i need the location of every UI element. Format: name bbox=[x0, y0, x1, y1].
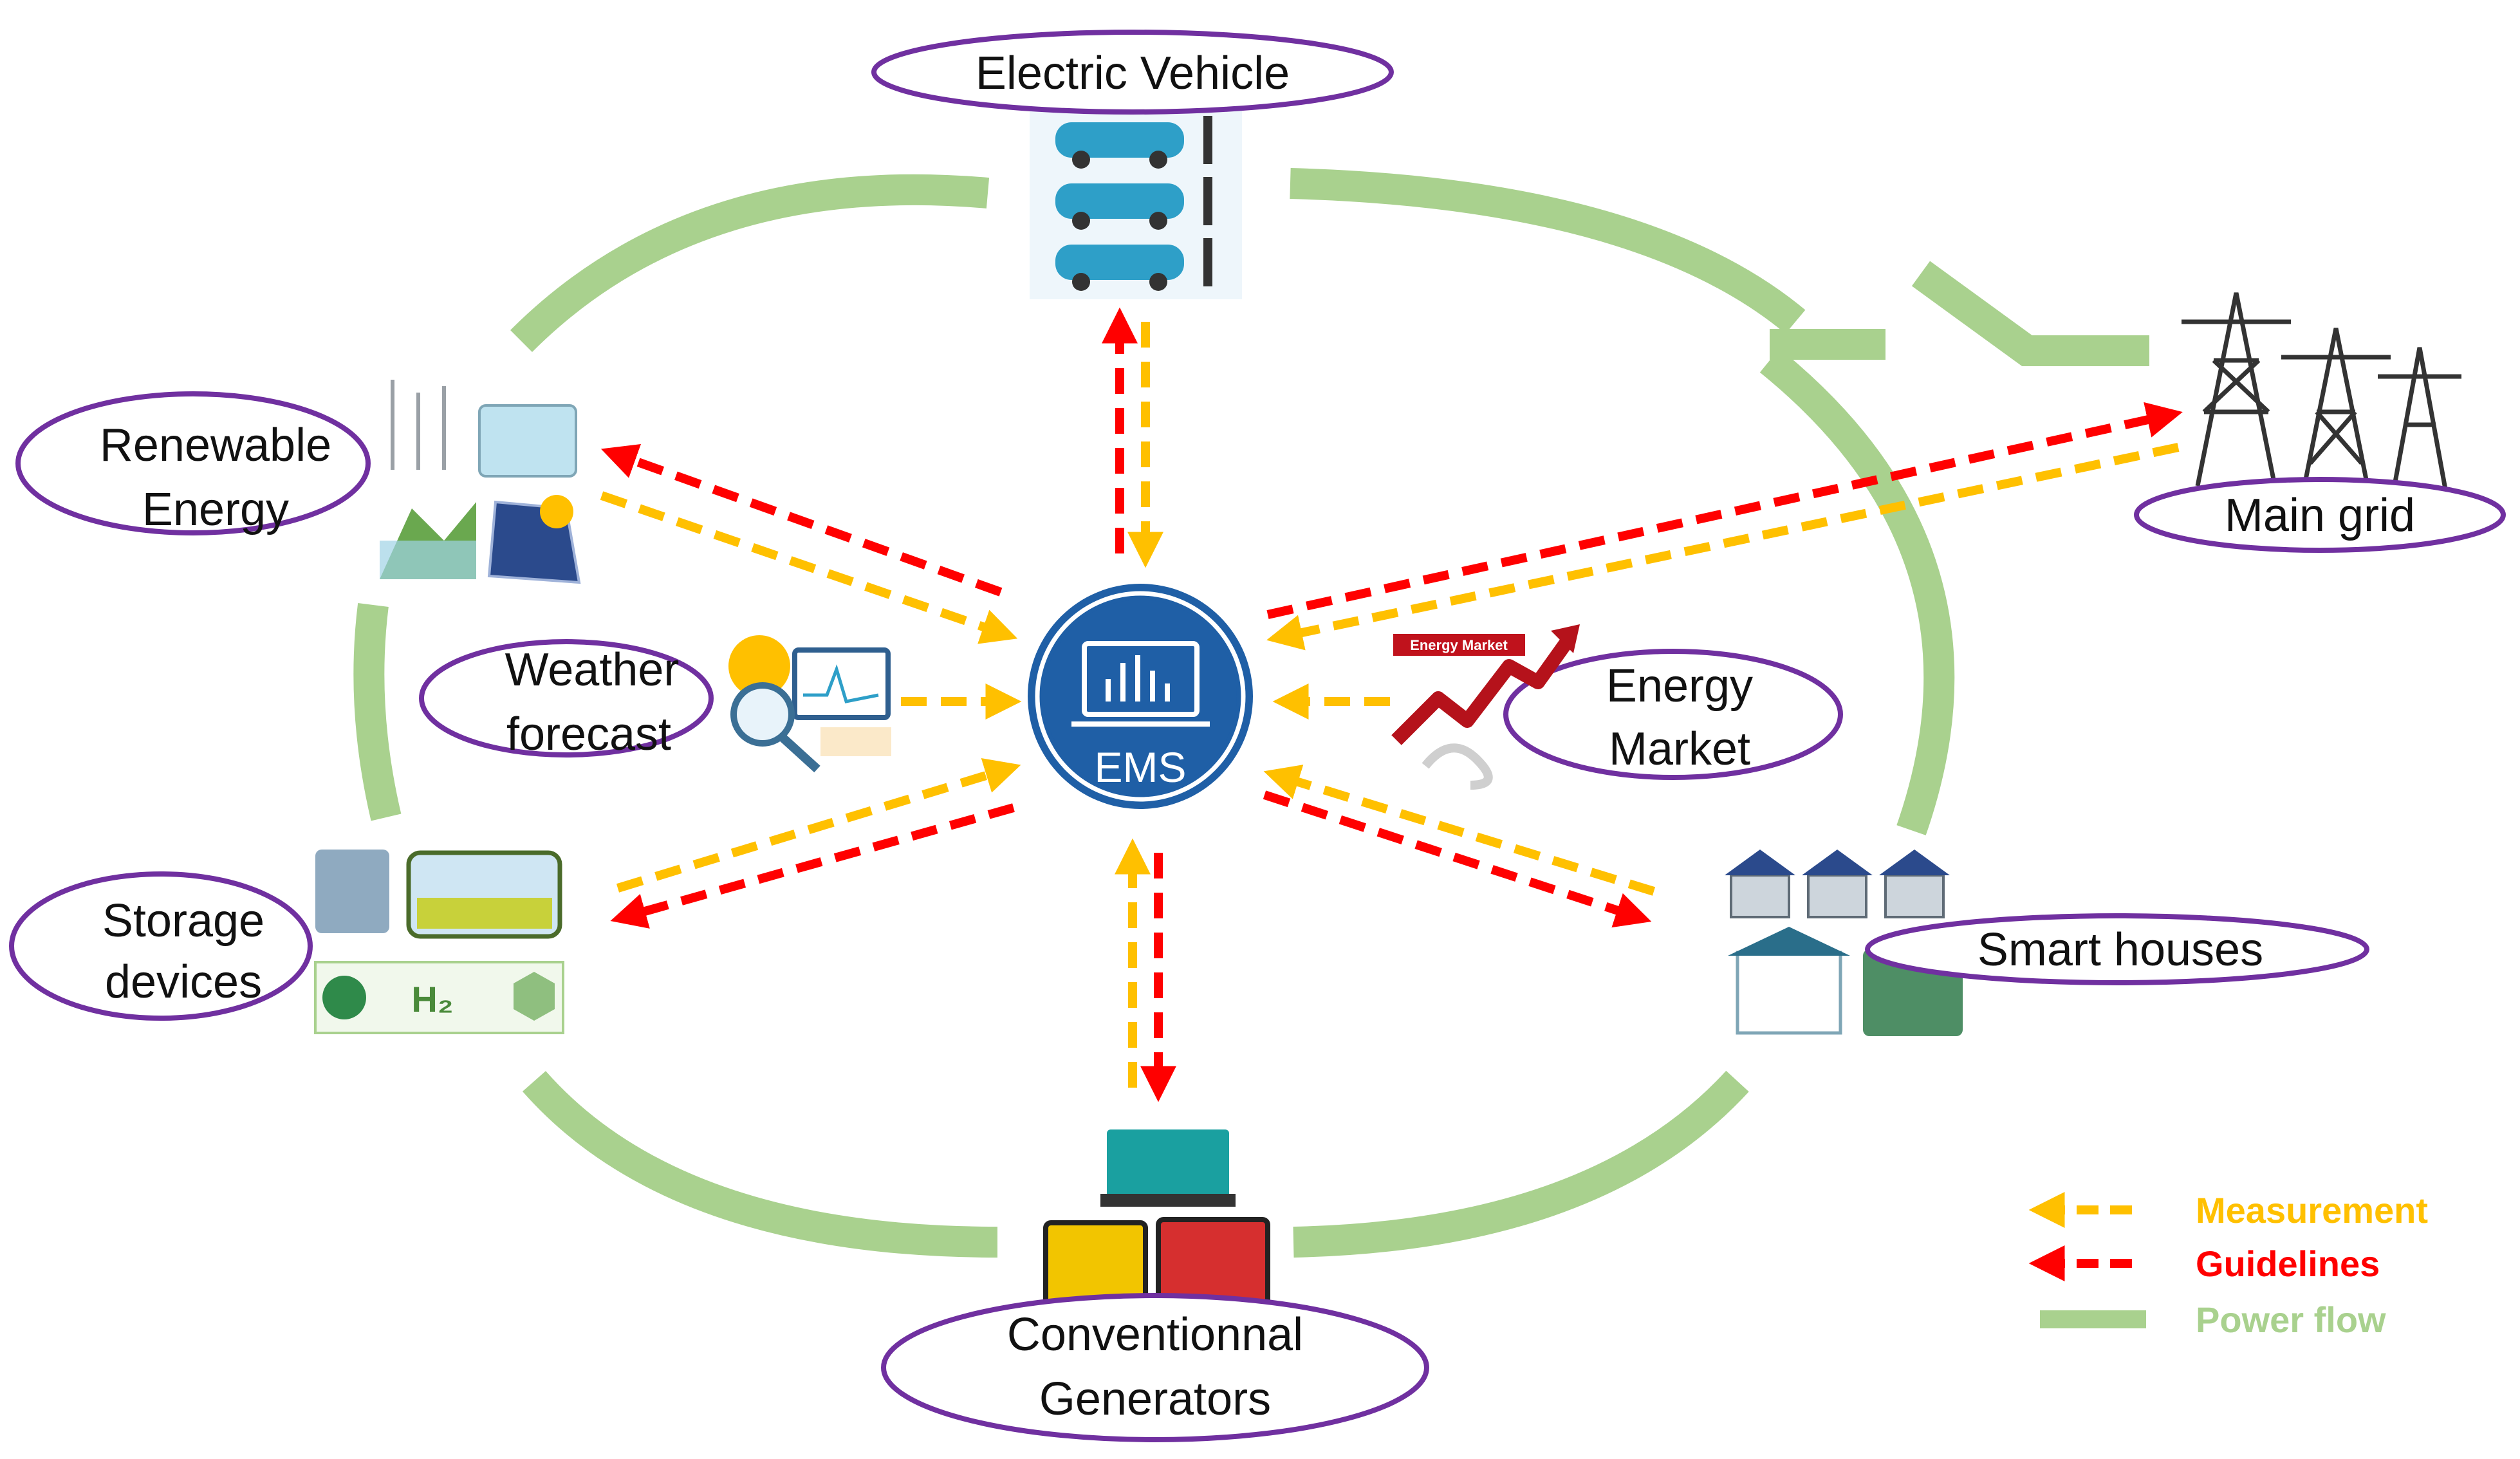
rising-trend-icon bbox=[1391, 633, 1576, 745]
grid-ellipse bbox=[2134, 477, 2506, 553]
storage-ellipse bbox=[9, 871, 313, 1021]
arrow-measurement-houses bbox=[1263, 765, 1656, 896]
market-node[interactable]: Energy Market bbox=[1503, 649, 1843, 780]
power-flow-ring bbox=[353, 168, 2149, 1258]
sun-icon bbox=[728, 635, 790, 697]
renewable-node[interactable]: Renewable Energy bbox=[15, 391, 371, 535]
arrow-guidelines-renewable bbox=[600, 443, 1003, 597]
power-flow-grid-link bbox=[1911, 261, 2149, 366]
legend-label-guidelines: Guidelines bbox=[2196, 1243, 2380, 1284]
smart-house-detail-icon bbox=[1728, 927, 1850, 1035]
arrow-measurement-grid bbox=[1266, 443, 2180, 651]
generators-ellipse bbox=[881, 1293, 1429, 1442]
power-flow-right bbox=[1759, 348, 1955, 835]
ev-icon bbox=[1030, 106, 1242, 299]
arrow-guidelines-storage bbox=[610, 803, 1015, 929]
ev-node[interactable]: Electric Vehicle bbox=[871, 30, 1394, 115]
power-flow-left bbox=[353, 603, 402, 821]
weather-label-line2: forecast bbox=[506, 709, 671, 760]
battery-cell-icon bbox=[315, 850, 389, 933]
market-badge: Energy Market bbox=[1410, 637, 1508, 653]
arrow-measurement-storage bbox=[616, 758, 1021, 893]
legend-label-measurement: Measurement bbox=[2196, 1190, 2428, 1231]
power-flow-bottom-right bbox=[1293, 1070, 1749, 1258]
market-ellipse bbox=[1503, 649, 1843, 780]
weather-node[interactable]: Weather forecast bbox=[419, 639, 714, 760]
renewable-icon bbox=[380, 380, 581, 584]
storage-label-line2: devices bbox=[105, 956, 262, 1008]
storage-label-line1: Storage bbox=[102, 895, 264, 947]
market-label-line2: Market bbox=[1609, 723, 1750, 775]
grid-node[interactable]: Main grid bbox=[2134, 477, 2506, 553]
weather-ellipse bbox=[419, 639, 714, 757]
power-flow-bottom-left bbox=[522, 1071, 998, 1258]
laptop-chart-icon bbox=[1071, 641, 1210, 727]
legend-label-power-flow: Power flow bbox=[2196, 1299, 2386, 1340]
hydrogen-storage-icon: H₂ bbox=[314, 961, 564, 1034]
solar-panel-icon bbox=[487, 495, 581, 584]
diesel-generator-icon bbox=[1107, 1129, 1229, 1200]
generators-label-line2: Generators bbox=[1039, 1373, 1271, 1425]
arrow-guidelines-houses bbox=[1263, 790, 1652, 928]
generators-icon bbox=[1043, 1129, 1270, 1312]
ems-label: EMS bbox=[1094, 743, 1186, 791]
generators-node[interactable]: Conventionnal Generators bbox=[881, 1293, 1429, 1442]
currency-symbol-icon bbox=[1422, 743, 1493, 790]
transmission-tower-icon bbox=[2182, 292, 2461, 490]
renewable-label-line1: Renewable bbox=[100, 420, 331, 471]
arrow-guidelines-grid bbox=[1266, 402, 2183, 619]
power-flow-top-right bbox=[1290, 168, 1806, 334]
arrows bbox=[600, 307, 2183, 1102]
ems-node[interactable]: EMS bbox=[1028, 584, 1253, 809]
arrow-measurement-renewable bbox=[600, 491, 1018, 644]
weather-icon bbox=[728, 635, 891, 773]
h2-label: H₂ bbox=[411, 979, 453, 1019]
weather-label-line1: Weather bbox=[505, 644, 680, 696]
storage-icon: H₂ bbox=[314, 850, 564, 1034]
ev-label: Electric Vehicle bbox=[976, 48, 1290, 99]
ems-white-ring bbox=[1035, 591, 1246, 802]
power-flow-top-left bbox=[510, 174, 990, 352]
renewable-label-line2: Energy bbox=[142, 484, 289, 535]
renewable-ellipse bbox=[15, 391, 371, 535]
grid-label: Main grid bbox=[2225, 490, 2415, 541]
legend: Measurement Guidelines Power flow bbox=[2028, 1190, 2428, 1340]
houses-ellipse bbox=[1865, 913, 2369, 985]
houses-node[interactable]: Smart houses bbox=[1865, 913, 2369, 985]
market-label-line1: Energy bbox=[1606, 660, 1753, 712]
ev-ellipse bbox=[871, 30, 1394, 115]
storage-node[interactable]: Storage devices bbox=[9, 871, 313, 1021]
market-icon: Energy Market bbox=[1391, 624, 1580, 790]
houses-label: Smart houses bbox=[1978, 924, 2263, 976]
generators-label-line1: Conventionnal bbox=[1007, 1309, 1303, 1361]
magnifier-icon bbox=[730, 682, 795, 747]
